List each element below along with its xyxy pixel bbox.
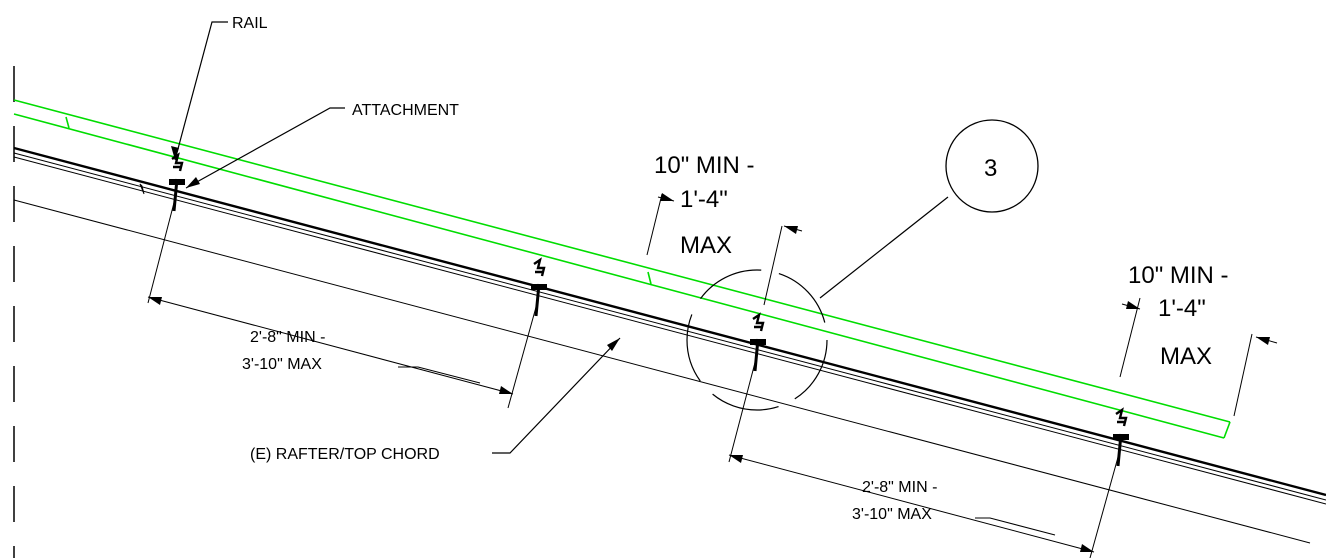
attachment-3: [750, 312, 766, 372]
span-right-line2: 3'-10" MAX: [852, 506, 932, 523]
l-foot-clamp-icon: [750, 312, 766, 372]
l-foot-clamp-icon: [169, 152, 185, 212]
overhang-right-line2: 1'-4": [1158, 295, 1206, 322]
detail-callout-leader: [819, 196, 949, 299]
rail: [13, 99, 1231, 439]
span-left-line1: 2'-8" MIN -: [250, 329, 325, 346]
roof-surface: [13, 146, 1326, 505]
rafter-bottom-edge: [13, 199, 1311, 544]
l-foot-clamp-icon: [531, 257, 547, 317]
rail-leader: [171, 21, 228, 161]
overhang-mid-line2: 1'-4": [680, 186, 728, 213]
span-right-line1: 2'-8" MIN -: [862, 479, 937, 496]
overhang-right-line1: 10" MIN -: [1128, 262, 1229, 289]
overhang-mid-line1: 10" MIN -: [654, 152, 755, 179]
overhang-dimension-right: [1119, 297, 1278, 417]
span-left-line2: 3'-10" MAX: [242, 356, 322, 373]
attachment-2: [531, 257, 547, 317]
attachment-4: [1113, 407, 1129, 467]
rafter-label: (E) RAFTER/TOP CHORD: [250, 446, 440, 463]
attachment-label: ATTACHMENT: [352, 102, 459, 119]
slope-mark: [139, 183, 145, 195]
detail-callout-circle: [686, 269, 828, 411]
rail-label: RAIL: [232, 15, 268, 32]
overhang-dimension-mid: [646, 193, 803, 306]
detail-bubble-icon: [945, 119, 1039, 213]
l-foot-clamp-icon: [1113, 407, 1129, 467]
rafter-leader: [492, 337, 621, 454]
overhang-right-line3: MAX: [1160, 343, 1212, 370]
attachment-leader: [185, 107, 345, 189]
span-dimension-left: [147, 194, 539, 409]
attachment-1: [169, 152, 185, 212]
overhang-mid-line3: MAX: [680, 232, 732, 259]
span-dimension-right: [728, 354, 1121, 558]
detail-number: 3: [984, 155, 997, 182]
